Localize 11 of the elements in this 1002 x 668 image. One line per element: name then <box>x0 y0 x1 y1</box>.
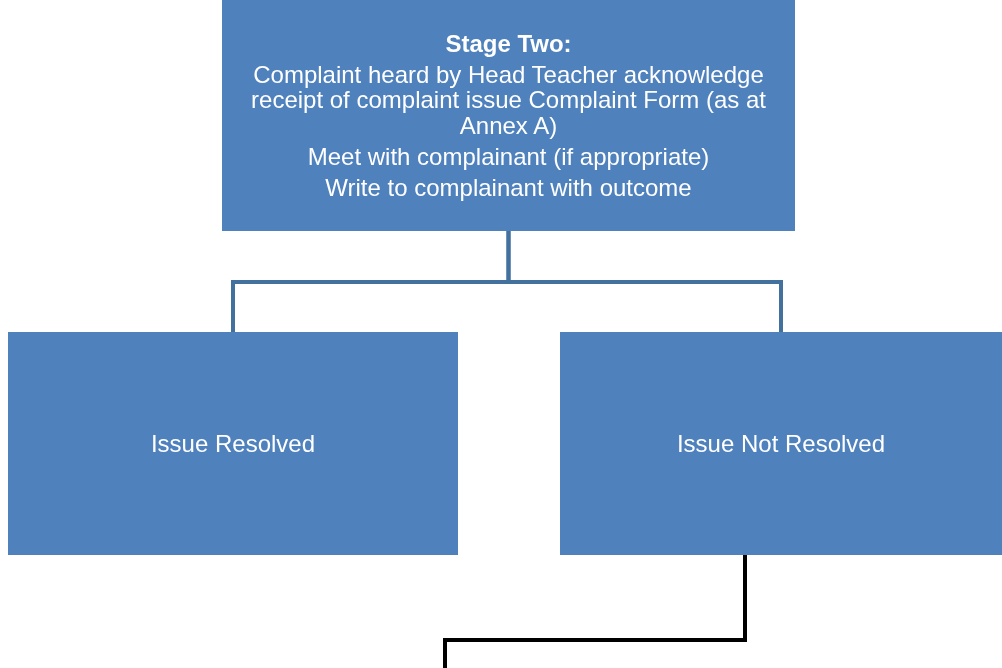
box-text: Issue Resolved <box>150 430 316 457</box>
process-box <box>560 332 1002 555</box>
process-box <box>222 0 795 231</box>
box-text: Meet with complainant (if appropriate) <box>307 143 710 169</box>
process-box <box>8 332 458 555</box>
box-text: Issue Not Resolved <box>676 430 886 457</box>
box-heading: Stage Two: <box>445 30 572 57</box>
box-text: Write to complainant with outcome <box>325 174 692 201</box>
connector-line <box>506 231 783 332</box>
box-text: Complaint heard by Head Teacher acknowledge receipt of complaint issue Complaint Form (as at Annex A) <box>250 62 767 138</box>
connector-line <box>443 555 747 668</box>
